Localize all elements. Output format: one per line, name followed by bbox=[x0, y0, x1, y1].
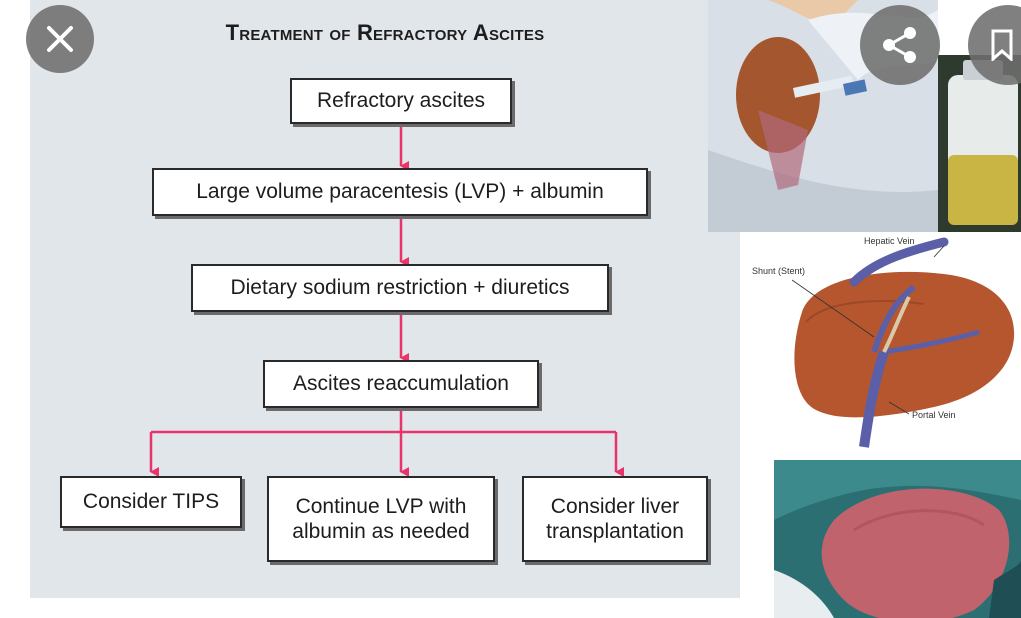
ascitic-fluid-bottle-art bbox=[938, 55, 1021, 232]
node-continue-lvp-line1: Continue LVP with bbox=[295, 494, 467, 518]
close-button[interactable] bbox=[26, 5, 94, 73]
bookmark-icon bbox=[991, 29, 1013, 61]
tips-liver-diagram-art: Hepatic Vein Shunt (Stent) Portal Vein bbox=[752, 236, 1015, 448]
node-liver-transplant: Consider liver transplantation bbox=[522, 476, 708, 562]
liver-tissue-photo[interactable] bbox=[774, 460, 1021, 618]
node-continue-lvp: Continue LVP with albumin as needed bbox=[267, 476, 495, 562]
flowchart-panel: Treatment of Refractory Ascites Refracto… bbox=[30, 0, 740, 598]
node-consider-tips: Consider TIPS bbox=[60, 476, 242, 528]
node-lvp-albumin: Large volume paracentesis (LVP) + albumi… bbox=[152, 168, 648, 216]
node-lvp-albumin-label: Large volume paracentesis (LVP) + albumi… bbox=[196, 180, 604, 204]
node-liver-transplant-line2: transplantation bbox=[546, 520, 684, 543]
liver-tissue-photo-art bbox=[774, 460, 1021, 618]
node-refractory-ascites-label: Refractory ascites bbox=[316, 89, 486, 113]
node-ascites-reaccumulation: Ascites reaccumulation bbox=[263, 360, 539, 408]
portal-vein-label: Portal Vein bbox=[912, 410, 956, 420]
tips-liver-diagram[interactable]: Hepatic Vein Shunt (Stent) Portal Vein bbox=[744, 232, 1021, 450]
share-button[interactable] bbox=[860, 5, 940, 85]
node-refractory-ascites: Refractory ascites bbox=[290, 78, 512, 124]
node-consider-tips-label: Consider TIPS bbox=[82, 490, 220, 514]
node-continue-lvp-line2: albumin as needed bbox=[292, 520, 470, 543]
flowchart-arrows bbox=[149, 124, 624, 477]
hepatic-vein-label: Hepatic Vein bbox=[864, 236, 915, 246]
node-ascites-reaccumulation-label: Ascites reaccumulation bbox=[293, 372, 509, 396]
share-icon bbox=[883, 27, 916, 63]
shunt-stent-label: Shunt (Stent) bbox=[752, 266, 805, 276]
ascitic-fluid-bottle-photo[interactable] bbox=[938, 55, 1021, 232]
close-icon bbox=[47, 26, 73, 52]
flowchart-title: Treatment of Refractory Ascites bbox=[225, 20, 545, 45]
node-liver-transplant-line1: Consider liver bbox=[550, 494, 680, 518]
node-sodium-diuretics: Dietary sodium restriction + diuretics bbox=[191, 264, 609, 312]
node-sodium-diuretics-label: Dietary sodium restriction + diuretics bbox=[230, 276, 570, 300]
